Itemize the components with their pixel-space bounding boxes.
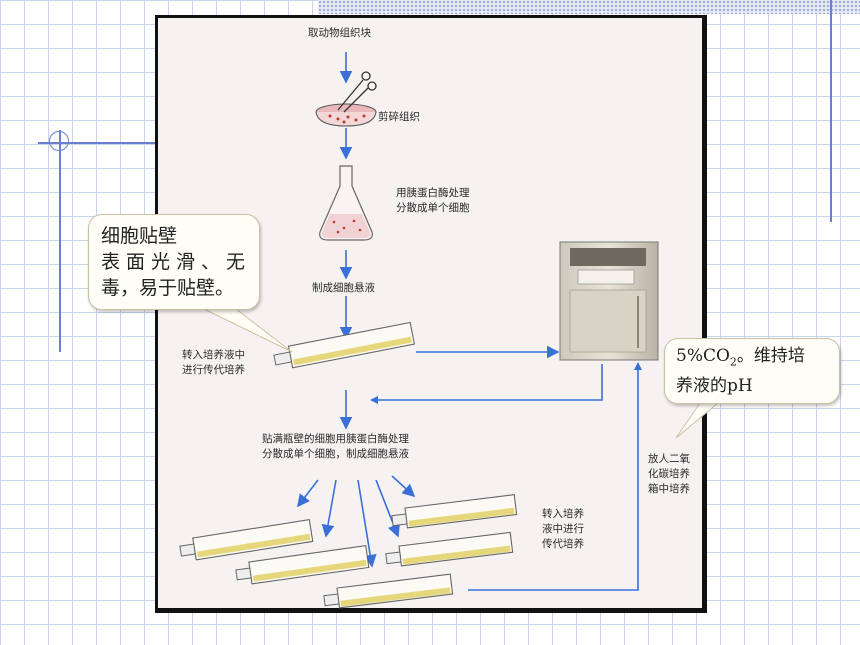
label-transfer-1: 转入培养液中 — [182, 349, 245, 361]
callout-cell-adhesion: 细胞贴壁 表面光滑、无 毒，易于贴壁。 — [88, 214, 260, 310]
left-decor-circle — [49, 131, 69, 151]
right-decor-line — [830, 0, 832, 222]
erlenmeyer-flask — [319, 165, 373, 241]
callout-co2-prefix: 5%CO — [676, 346, 730, 366]
culture-bottles — [179, 321, 518, 609]
flow-arrows — [297, 52, 560, 568]
label-subculture-3: 传代培养 — [542, 538, 584, 550]
label-adherent-1: 贴满瓶壁的细胞用胰蛋白酶处理 — [262, 433, 409, 445]
label-suspension: 制成细胞悬液 — [312, 282, 375, 294]
callout-co2-line2: 养液的pH — [676, 376, 753, 397]
callout-co2-suffix: 。维持培 — [736, 346, 805, 366]
label-mince-tissue: 剪碎组织 — [378, 111, 420, 123]
label-take-tissue: 取动物组织块 — [308, 27, 371, 39]
label-incubator-1: 放人二氧 — [648, 453, 690, 465]
cell-culture-figure: 取动物组织块 剪碎组织 用胰蛋白酶处理 分散成单个细胞 制成细胞悬液 转入培养液… — [155, 15, 707, 613]
label-subculture-1: 转入培养 — [542, 508, 584, 520]
label-adherent-2: 分散成单个细胞，制成细胞悬液 — [262, 448, 409, 460]
callout-co2-subscript: 2 — [729, 355, 737, 369]
label-trypsin-1: 用胰蛋白酶处理 — [396, 187, 470, 199]
label-trypsin-2: 分散成单个细胞 — [396, 202, 470, 214]
label-incubator-3: 箱中培养 — [648, 483, 690, 495]
petri-dish — [315, 71, 377, 127]
label-subculture-2: 液中进行 — [542, 523, 584, 535]
callout-adhesion-title: 细胞贴壁 — [101, 225, 178, 247]
return-lines — [372, 364, 639, 591]
left-decor-hline — [38, 142, 156, 144]
callout-co2-line1: 5%CO2。维持培 — [676, 344, 839, 374]
left-decor-line — [59, 130, 61, 352]
top-decor-band — [318, 0, 860, 14]
callout-co2: 5%CO2。维持培 养液的pH — [664, 338, 840, 404]
label-transfer-2: 进行传代培养 — [182, 364, 245, 376]
co2-incubator — [559, 241, 659, 361]
label-incubator-2: 化碳培养 — [648, 468, 690, 480]
callout-adhesion-line2: 表面光滑、无 — [101, 251, 252, 273]
callout-adhesion-line3: 毒，易于贴壁。 — [101, 277, 235, 299]
figure-drawing — [179, 52, 659, 609]
